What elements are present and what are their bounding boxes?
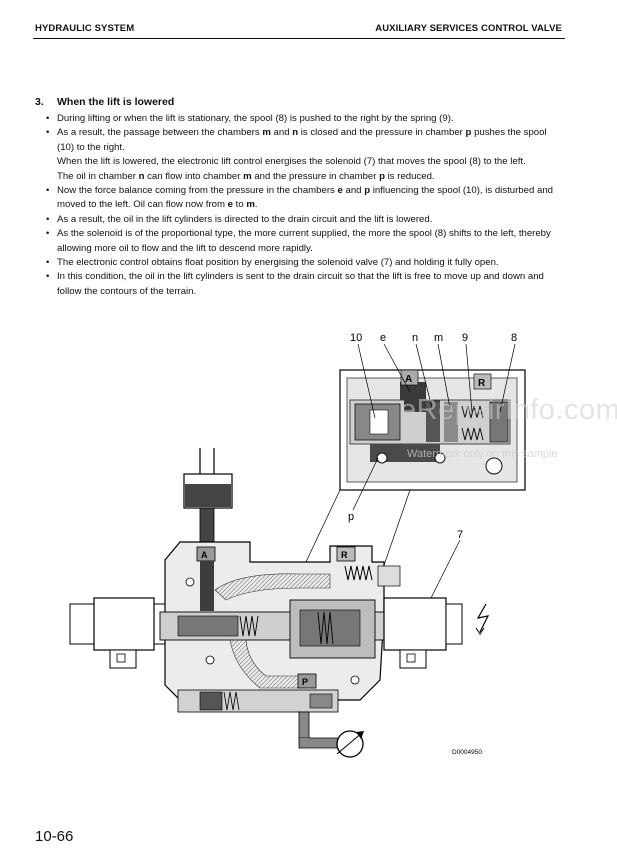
lift-cylinder	[183, 448, 233, 545]
section-number: 3.	[35, 96, 44, 108]
callout-10: 10	[350, 332, 362, 344]
list-item: During lifting or when the lift is stati…	[46, 112, 566, 127]
main-port-a-label: A	[201, 550, 208, 560]
section-heading: 3. When the lift is lowered	[35, 96, 174, 108]
main-port-r-label: R	[341, 550, 348, 560]
pump-circuit	[298, 711, 364, 758]
header-chapter-title: AUXILIARY SERVICES CONTROL VALVE	[375, 23, 562, 34]
left-solenoid	[69, 597, 165, 669]
callout-m: m	[434, 332, 443, 344]
inset-port-a-label: A	[405, 374, 412, 385]
list-item: As a result, the oil in the lift cylinde…	[46, 213, 566, 228]
list-item: As a result, the passage between the cha…	[46, 126, 566, 184]
diagram-code: D0004950	[452, 749, 482, 756]
watermark-logo-text: eRepairInfo.com	[400, 394, 617, 426]
list-item: In this condition, the oil in the lift c…	[46, 270, 566, 299]
valve-body: A R P	[159, 541, 401, 713]
callout-9: 9	[462, 332, 468, 344]
main-port-p-label: P	[302, 677, 308, 687]
description-list: During lifting or when the lift is stati…	[46, 112, 566, 299]
control-valve-diagram: A R 10 e n m 9 8 p 7	[69, 332, 526, 758]
callout-e: e	[380, 332, 386, 344]
callout-7: 7	[457, 529, 463, 541]
right-solenoid-7	[383, 597, 490, 669]
callout-n: n	[412, 332, 418, 344]
header-section-title: HYDRAULIC SYSTEM	[35, 23, 135, 34]
list-item: Now the force balance coming from the pr…	[46, 184, 566, 213]
list-item: The electronic control obtains float pos…	[46, 256, 566, 271]
inset-port-r-label: R	[478, 378, 486, 389]
page-number: 10-66	[35, 828, 74, 845]
continuation-line: When the lift is lowered, the electronic…	[57, 156, 526, 168]
watermark-notice: Watermark only on this sample	[407, 448, 558, 460]
callout-p: p	[348, 511, 354, 523]
list-item: As the solenoid is of the proportional t…	[46, 227, 566, 256]
callout-8: 8	[511, 332, 517, 344]
continuation-line: The oil in chamber n can flow into chamb…	[57, 170, 435, 182]
section-title: When the lift is lowered	[57, 96, 175, 108]
header-rule	[33, 38, 565, 39]
